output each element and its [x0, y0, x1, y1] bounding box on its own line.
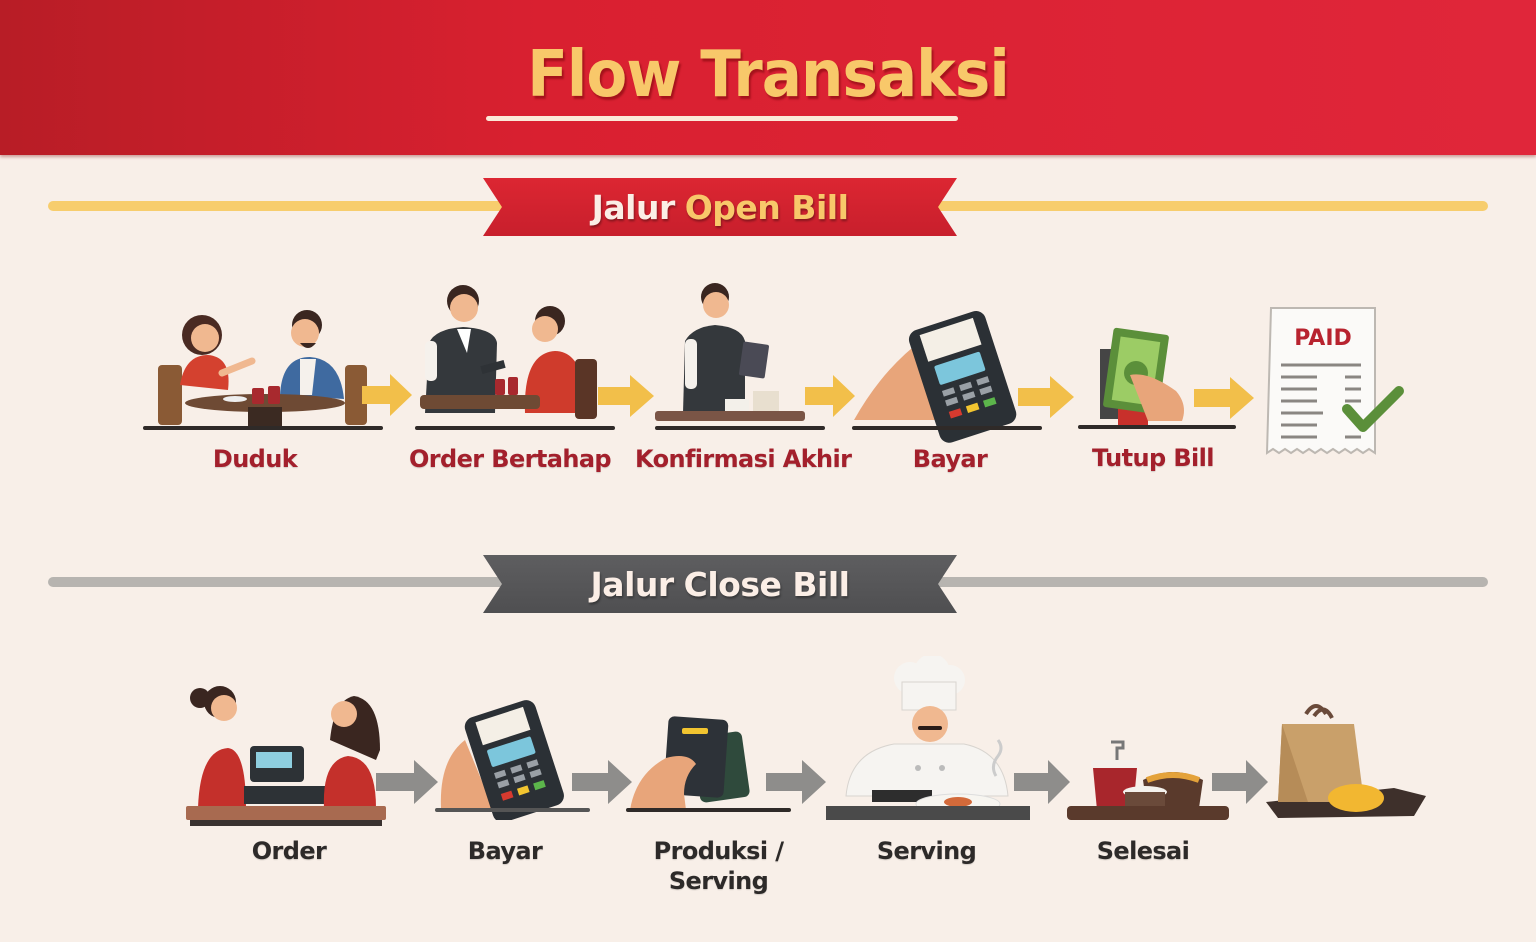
ground-line [655, 426, 825, 430]
close-end-takeaway-bag [1264, 702, 1429, 822]
hand-card-payment-icon [630, 716, 750, 810]
step-label: Order [251, 837, 327, 865]
arrow-right-icon [805, 375, 855, 417]
open-step-bayar: Bayar [852, 310, 1052, 485]
couple-at-table-icon [158, 310, 367, 427]
open-end-paid-receipt: PAID [1265, 305, 1410, 460]
step-label: Order Bertahap [408, 445, 612, 473]
step-label: Duduk [212, 445, 298, 473]
ribbon-prefix: Jalur [591, 187, 676, 227]
step-label: Serving [876, 837, 977, 865]
header-banner: Flow Transaksi [0, 0, 1536, 155]
step-label-line2: Serving [668, 867, 769, 895]
ground-line [143, 426, 383, 430]
arrow-right-icon [1212, 760, 1268, 804]
waiter-taking-order-icon [420, 285, 597, 419]
ground-line [626, 808, 791, 812]
ribbon-highlight: Close Bill [683, 564, 850, 604]
payment-terminal-icon [854, 311, 1017, 443]
page-title: Flow Transaksi [527, 38, 1010, 112]
ground-line [1078, 425, 1236, 429]
paid-stamp-text: PAID [1294, 326, 1352, 351]
close-step-serving: Serving [824, 656, 1034, 866]
close-step-order: Order [184, 680, 389, 865]
ground-line [415, 426, 615, 430]
hand-cash-icon [1100, 327, 1184, 425]
payment-terminal-icon [440, 700, 564, 820]
arrow-right-icon [362, 374, 412, 416]
arrow-right-icon [1018, 376, 1074, 418]
close-step-produksi-serving: Produksi / Serving [626, 714, 801, 899]
ground-line [852, 426, 1042, 430]
food-tray-icon [1067, 740, 1229, 820]
step-label: Selesai [1096, 837, 1190, 865]
ribbon-prefix: Jalur [590, 564, 675, 604]
cashier-counter-icon [186, 686, 386, 826]
close-step-selesai: Selesai [1063, 740, 1233, 870]
arrow-right-icon [766, 760, 826, 804]
waiter-confirm-tablet-icon [655, 283, 805, 421]
arrow-right-icon [572, 760, 632, 804]
open-step-order-bertahap: Order Bertahap [409, 283, 615, 483]
step-label: Tutup Bill [1092, 444, 1214, 472]
close-step-bayar: Bayar [435, 700, 595, 865]
open-step-duduk: Duduk [140, 295, 390, 485]
ground-line [435, 808, 590, 812]
arrow-right-icon [376, 760, 438, 804]
arrow-right-icon [598, 375, 654, 417]
ribbon-highlight: Open Bill [684, 187, 849, 227]
step-label: Bayar [912, 445, 988, 473]
paid-receipt-check-icon: PAID [1265, 307, 1404, 455]
step-label-line1: Produksi / [653, 837, 784, 865]
takeaway-bag-icon [1266, 704, 1426, 818]
arrow-right-icon [1194, 377, 1254, 419]
chef-plating-icon [826, 656, 1030, 820]
step-label: Bayar [467, 837, 543, 865]
open-step-konfirmasi-akhir: Konfirmasi Akhir [635, 283, 852, 483]
open-step-tutup-bill: Tutup Bill [1078, 325, 1248, 485]
title-underline [486, 116, 958, 121]
step-label: Produksi / Serving [626, 836, 811, 896]
arrow-right-icon [1014, 760, 1070, 804]
close-bill-ribbon: Jalur Close Bill [483, 555, 957, 613]
step-label: Konfirmasi Akhir [635, 445, 852, 473]
open-bill-ribbon: Jalur Open Bill [483, 178, 957, 236]
